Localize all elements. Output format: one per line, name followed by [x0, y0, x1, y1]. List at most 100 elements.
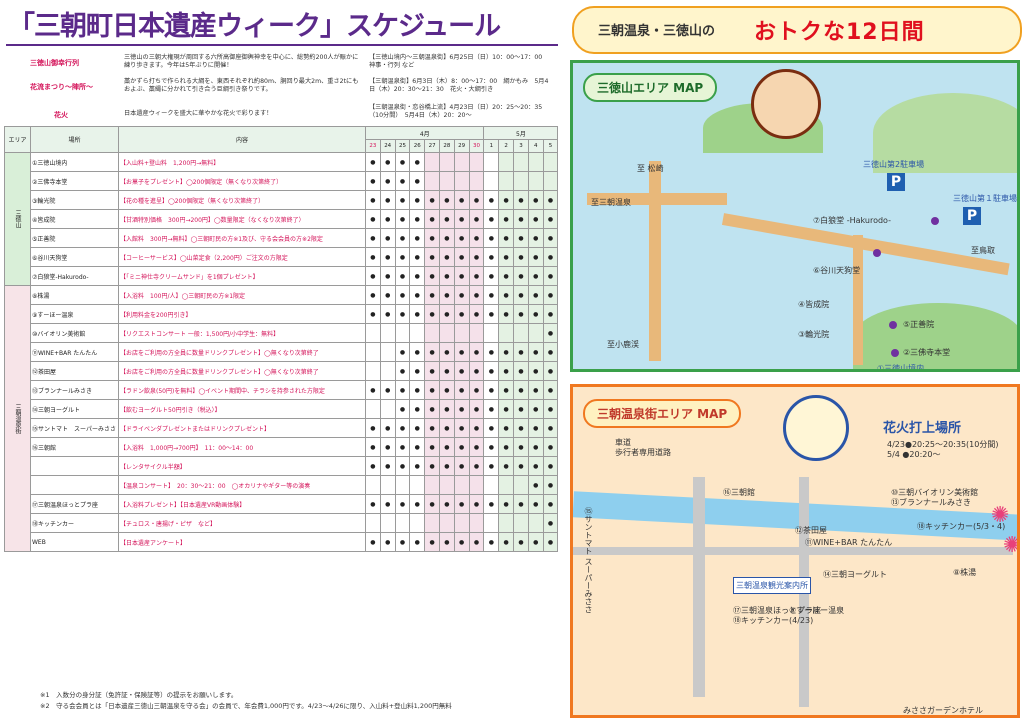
- day-cell: ●: [513, 399, 529, 419]
- day-cell: ●: [394, 380, 411, 400]
- day-cell: ●: [438, 342, 455, 362]
- event-time: 【三朝温泉街・恋谷橋上流】4月23日（日）20：25〜20：35（10分間） 5…: [369, 104, 543, 119]
- day-header: 28: [438, 139, 455, 153]
- place-cell: ⑫茶田屋: [30, 361, 119, 381]
- map-title: 三徳山エリア MAP: [583, 73, 718, 102]
- place-cell: ⑦白狼堂-Hakurodo-: [30, 266, 119, 286]
- day-cell: ●: [542, 266, 559, 286]
- place-cell: ④皆成院: [30, 209, 119, 229]
- header-month-april: 4月: [364, 126, 485, 140]
- day-cell: ●: [527, 437, 544, 457]
- direction-label: 至三朝温泉: [591, 198, 631, 207]
- day-cell: ●: [468, 418, 485, 438]
- day-cell: ●: [394, 209, 411, 229]
- day-cell: ●: [527, 228, 544, 248]
- day-cell: ●: [483, 361, 500, 381]
- day-cell: ●: [498, 209, 515, 229]
- day-cell: [513, 323, 529, 343]
- place-cell: ⑮サントマト スーパーみささ: [30, 418, 119, 438]
- content-cell: 【リクエストコンサート 一般：1,500円/小中学生：無料】: [118, 323, 366, 343]
- day-cell: ●: [542, 342, 559, 362]
- day-cell: [468, 475, 485, 495]
- day-cell: ●: [409, 532, 426, 552]
- day-cell: ●: [498, 304, 515, 324]
- day-cell: ●: [513, 304, 529, 324]
- day-cell: ●: [409, 494, 426, 514]
- table-row: ⑰三朝温泉ほっとプラ座【入浴料プレゼント】【日本遺産VR動画体験】●●●●●●●…: [5, 494, 559, 514]
- day-cell: ●: [468, 361, 485, 381]
- day-cell: ●: [394, 342, 411, 362]
- content-cell: 【ラドン飲泉(50円)を無料】◯イベント期間中、チラシを持参された方限定: [118, 380, 366, 400]
- day-cell: [424, 323, 440, 343]
- day-cell: ●: [453, 266, 470, 286]
- table-row: ⑫茶田屋【お店をご利用の方全員に数量ドリンクプレゼント】◯無くなり次第終了●●●…: [5, 361, 559, 381]
- day-cell: ●: [498, 380, 515, 400]
- day-cell: [483, 323, 500, 343]
- day-cell: ●: [468, 228, 485, 248]
- day-cell: ●: [438, 494, 455, 514]
- day-cell: ●: [527, 304, 544, 324]
- day-cell: ●: [394, 494, 411, 514]
- day-header: 24: [379, 139, 396, 153]
- day-cell: ●: [424, 342, 440, 362]
- day-cell: ●: [483, 190, 500, 210]
- place-cell: ①三徳山境内: [30, 152, 119, 172]
- event-time: 【三朝温泉街】6月3日（木）8：00〜17：00 綱かもみ 5月4日（木）20：…: [369, 78, 549, 93]
- content-cell: 【コーヒーサービス】◯山菜定食（2,200円）ご注文の方限定: [118, 247, 366, 267]
- day-cell: ●: [394, 171, 411, 191]
- day-cell: ●: [394, 266, 411, 286]
- day-cell: ●: [394, 532, 411, 552]
- table-row: ⑬ブランナールみさき【ラドン飲泉(50円)を無料】◯イベント期間中、チラシを持参…: [5, 380, 559, 400]
- spot-label: ①三徳山境内: [877, 364, 925, 372]
- day-header: 3: [513, 139, 529, 153]
- place-cell: ⑤正善院: [30, 228, 119, 248]
- day-cell: [438, 323, 455, 343]
- day-cell: ●: [483, 342, 500, 362]
- day-cell: ●: [453, 380, 470, 400]
- day-cell: ●: [379, 418, 396, 438]
- day-cell: ●: [513, 342, 529, 362]
- day-cell: [483, 152, 500, 172]
- day-cell: [438, 171, 455, 191]
- day-cell: [424, 171, 440, 191]
- parking-icon: P: [963, 207, 981, 225]
- table-row: ⑩バイオリン美術館【リクエストコンサート 一般：1,500円/小中学生：無料】●: [5, 323, 559, 343]
- spot-marker: [931, 217, 939, 225]
- day-cell: ●: [424, 266, 440, 286]
- hill: [853, 303, 1017, 369]
- day-cell: ●: [453, 190, 470, 210]
- day-cell: ●: [542, 475, 559, 495]
- day-cell: ●: [483, 418, 500, 438]
- header-month-may: 5月: [483, 126, 559, 140]
- day-cell: ●: [379, 247, 396, 267]
- day-cell: ●: [483, 437, 500, 457]
- content-cell: 【日本遺産アンケート】: [118, 532, 366, 552]
- place-cell: ⑱キッチンカー: [30, 513, 119, 533]
- day-cell: ●: [483, 304, 500, 324]
- day-cell: ●: [379, 266, 396, 286]
- day-cell: ●: [409, 285, 426, 305]
- day-header: 25: [394, 139, 411, 153]
- day-header: 27: [424, 139, 440, 153]
- day-cell: ●: [527, 532, 544, 552]
- day-cell: ●: [394, 228, 411, 248]
- spot-label: ②三佛寺本堂: [903, 348, 951, 357]
- day-cell: ●: [453, 456, 470, 476]
- place-cell: ⑩バイオリン美術館: [30, 323, 119, 343]
- content-cell: 【お店をご利用の方全員に数量ドリンクプレゼント】◯無くなり次第終了: [118, 361, 366, 381]
- day-cell: ●: [379, 456, 396, 476]
- day-header: 29: [453, 139, 470, 153]
- day-cell: ●: [542, 228, 559, 248]
- day-cell: ●: [483, 266, 500, 286]
- event-desc: 日本遺産ウィークを盛大に華やかな花火で彩ります！: [124, 110, 273, 117]
- day-cell: ●: [379, 152, 396, 172]
- day-cell: ●: [438, 247, 455, 267]
- spot-marker: [873, 249, 881, 257]
- day-cell: [394, 323, 411, 343]
- day-cell: ●: [483, 209, 500, 229]
- day-cell: ●: [468, 380, 485, 400]
- day-cell: ●: [394, 418, 411, 438]
- day-cell: ●: [453, 399, 470, 419]
- day-cell: ●: [527, 361, 544, 381]
